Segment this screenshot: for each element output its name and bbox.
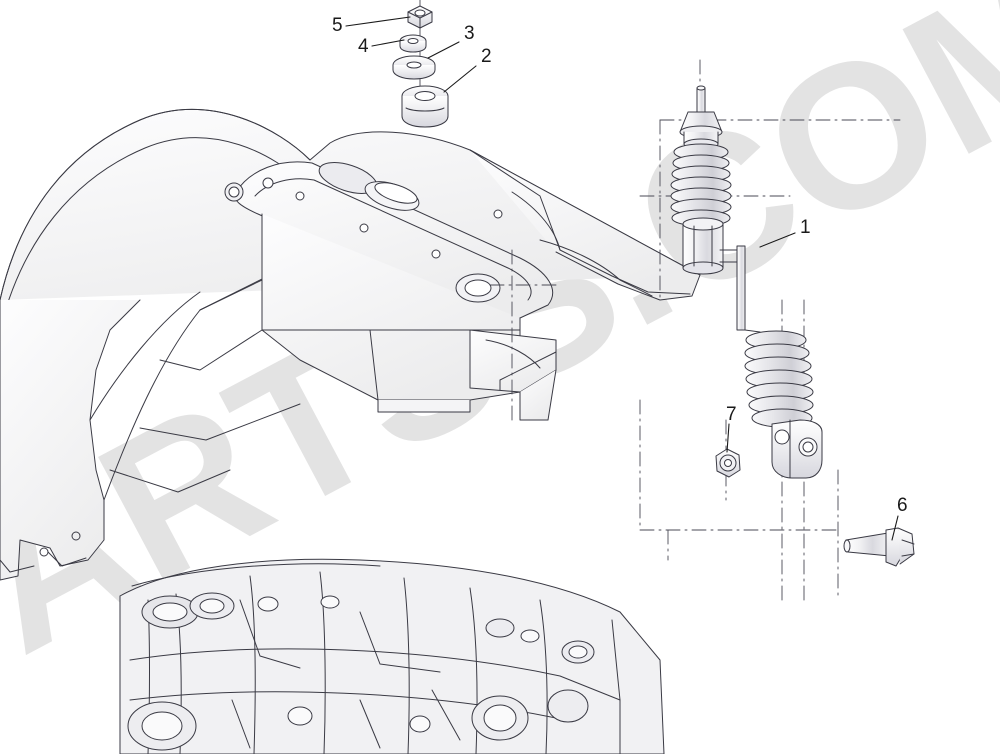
part-6-bolt (843, 527, 915, 567)
callout-6[interactable]: 6 (897, 495, 908, 516)
part-4-cup-washer (399, 34, 427, 53)
part-5-nut (407, 5, 433, 29)
part-7-nut (715, 448, 741, 478)
callout-7[interactable]: 7 (726, 404, 737, 425)
part-3-washer (392, 55, 436, 80)
callout-4[interactable]: 4 (358, 36, 369, 57)
part-2-bushing (401, 85, 449, 128)
engine-crankcase (119, 558, 665, 754)
leader-lines (345, 16, 899, 541)
part-1-shock-absorber (670, 85, 823, 479)
callout-5[interactable]: 5 (332, 15, 343, 36)
callout-3[interactable]: 3 (464, 23, 475, 44)
callout-2[interactable]: 2 (481, 46, 492, 67)
rear-fender-body (0, 108, 701, 581)
callout-1[interactable]: 1 (800, 217, 811, 238)
